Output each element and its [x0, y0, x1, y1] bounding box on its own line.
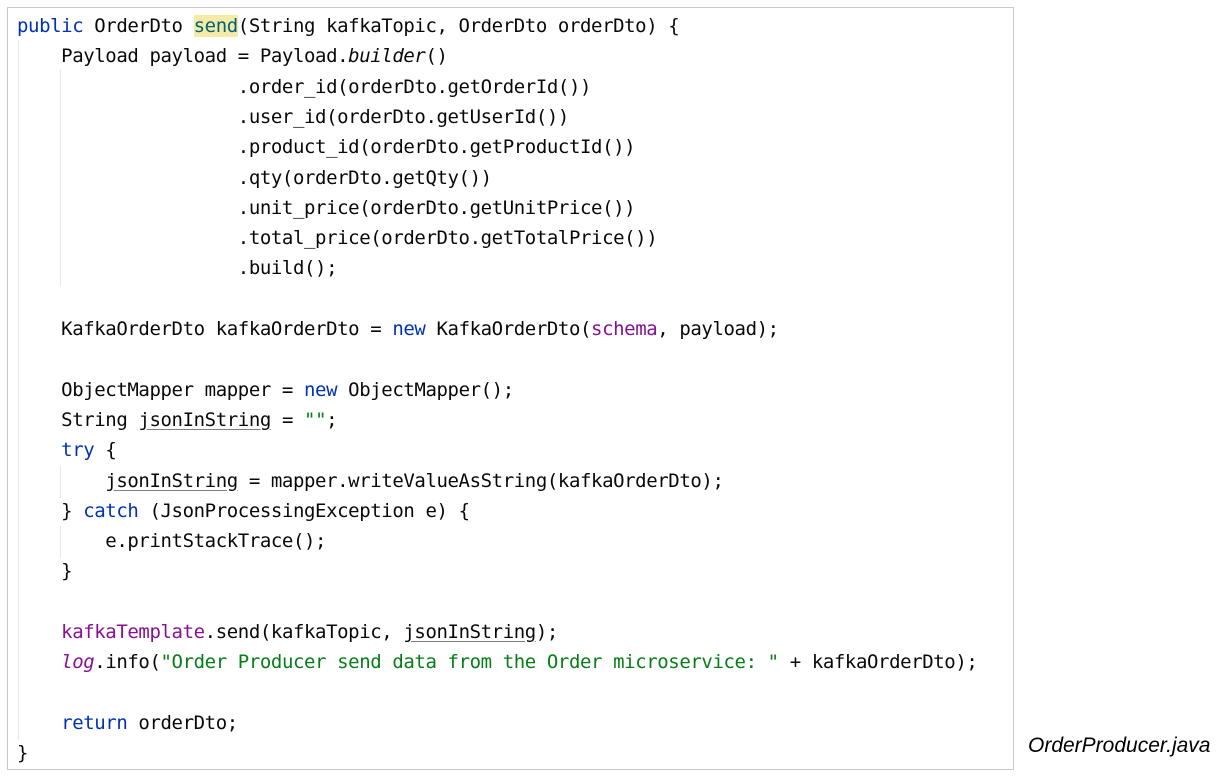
- code-token: KafkaOrderDto kafkaOrderDto =: [17, 318, 393, 340]
- code-line: } catch (JsonProcessingException e) {: [17, 496, 470, 526]
- code-line: .unit_price(orderDto.getUnitPrice()): [17, 193, 636, 223]
- code-token: [17, 439, 61, 461]
- code-token: builder: [348, 45, 426, 68]
- code-token: jsonInString: [105, 469, 238, 492]
- code-token: .qty(orderDto.getQty()): [17, 166, 492, 189]
- code-line: e.printStackTrace();: [17, 526, 326, 556]
- code-token: new: [392, 318, 426, 340]
- code-token: new: [304, 378, 338, 401]
- code-line: .product_id(orderDto.getProductId()): [17, 132, 636, 162]
- code-token: catch: [83, 499, 139, 522]
- code-token: =: [270, 408, 305, 431]
- code-line: .user_id(orderDto.getUserId()): [17, 102, 570, 132]
- code-line: try {: [17, 435, 117, 465]
- code-token: [17, 651, 61, 673]
- code-token: log: [61, 651, 95, 674]
- code-line: .total_price(orderDto.getTotalPrice()): [17, 223, 658, 253]
- code-token: e.printStackTrace();: [17, 530, 327, 553]
- code-token: (JsonProcessingException e) {: [138, 499, 470, 522]
- code-token: jsonInString: [138, 408, 271, 431]
- code-token: [17, 621, 61, 643]
- code-token: return: [61, 711, 128, 734]
- code-token: .info(: [94, 651, 161, 674]
- code-line: }: [17, 738, 28, 768]
- code-line: kafkaTemplate.send(kafkaTopic, jsonInStr…: [17, 617, 558, 647]
- indent-guide-method: [18, 40, 19, 740]
- code-line: ObjectMapper mapper = new ObjectMapper()…: [17, 375, 514, 405]
- code-token: schema: [591, 318, 658, 340]
- code-token: ObjectMapper();: [337, 378, 514, 401]
- code-token: (String kafkaTopic, OrderDto orderDto) {: [237, 15, 680, 37]
- code-token: }: [17, 742, 29, 765]
- code-token: ObjectMapper mapper =: [17, 378, 305, 401]
- code-line: return orderDto;: [17, 708, 238, 738]
- code-token: {: [94, 439, 117, 462]
- code-token: OrderDto: [83, 15, 194, 37]
- code-token: "": [304, 408, 327, 431]
- indent-guide-catch: [60, 526, 61, 558]
- code-token: (): [425, 45, 448, 68]
- code-token: kafkaTemplate: [61, 621, 205, 643]
- code-token: .unit_price(orderDto.getUnitPrice()): [17, 196, 636, 219]
- code-token: .send(kafkaTopic,: [204, 621, 404, 643]
- file-caption: OrderProducer.java: [1028, 734, 1211, 757]
- code-token: .build();: [17, 257, 338, 280]
- code-token: send: [193, 15, 238, 37]
- code-line: .order_id(orderDto.getOrderId()): [17, 72, 592, 102]
- code-token: .total_price(orderDto.getTotalPrice()): [17, 227, 658, 250]
- code-token: , payload);: [657, 318, 779, 340]
- code-token: .order_id(orderDto.getOrderId()): [17, 75, 592, 98]
- code-token: + kafkaOrderDto);: [778, 651, 978, 674]
- code-line: KafkaOrderDto kafkaOrderDto = new KafkaO…: [17, 314, 779, 344]
- code-token: "Order Producer send data from the Order…: [160, 651, 780, 674]
- code-token: .product_id(orderDto.getProductId()): [17, 136, 636, 159]
- code-line: public OrderDto send(String kafkaTopic, …: [17, 11, 680, 41]
- code-panel: public OrderDto send(String kafkaTopic, …: [7, 7, 1014, 770]
- code-token: }: [17, 560, 73, 583]
- indent-guide-builder: [60, 70, 61, 286]
- code-token: }: [17, 499, 84, 522]
- code-line: jsonInString = mapper.writeValueAsString…: [17, 466, 724, 496]
- code-token: jsonInString: [403, 621, 536, 643]
- code-token: );: [535, 621, 558, 643]
- code-token: try: [61, 439, 95, 462]
- code-token: ;: [326, 408, 338, 431]
- indent-guide-try: [60, 466, 61, 498]
- code-line: .qty(orderDto.getQty()): [17, 163, 492, 193]
- code-line: .build();: [17, 253, 338, 283]
- code-token: String: [17, 408, 139, 431]
- code-line: Payload payload = Payload.builder(): [17, 41, 448, 71]
- code-token: = mapper.writeValueAsString(kafkaOrderDt…: [237, 469, 724, 492]
- code-line: log.info("Order Producer send data from …: [17, 647, 978, 677]
- code-token: public: [17, 15, 84, 37]
- code-token: orderDto;: [127, 711, 238, 734]
- code-token: [17, 712, 61, 734]
- code-token: [17, 470, 105, 492]
- code-token: KafkaOrderDto(: [425, 318, 592, 340]
- code-token: Payload payload = Payload.: [17, 45, 349, 68]
- code-token: .user_id(orderDto.getUserId()): [17, 105, 570, 128]
- code-line: }: [17, 556, 72, 586]
- code-line: String jsonInString = "";: [17, 405, 337, 435]
